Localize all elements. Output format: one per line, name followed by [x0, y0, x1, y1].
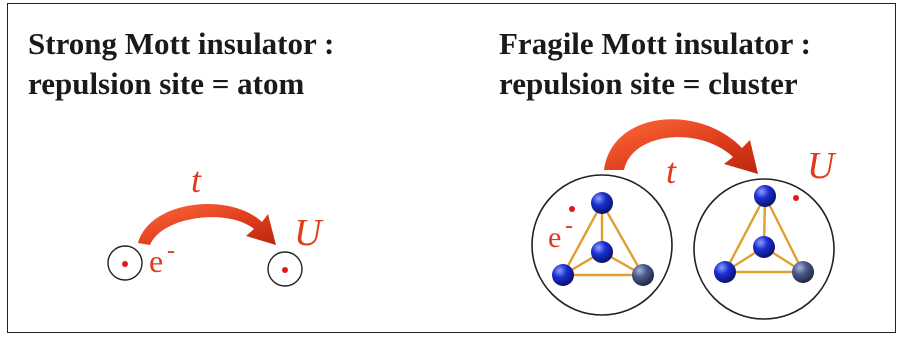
- strong-mott-title-line1: Strong Mott insulator :: [28, 26, 335, 61]
- cluster-2-atom-left: [714, 261, 736, 283]
- cluster-2-atom-center: [753, 236, 775, 258]
- strong-mott-title-line2: repulsion site = atom: [28, 66, 305, 101]
- cluster-1-atom-center: [591, 241, 613, 263]
- left-electron-dot-2: [282, 267, 288, 273]
- right-electron-charge: -: [565, 213, 573, 239]
- cluster-1-atom-top: [591, 192, 613, 214]
- cluster-1-atom-left: [552, 264, 574, 286]
- left-electron-dot-1: [122, 261, 128, 267]
- right-cluster-2: [693, 178, 835, 320]
- cluster-2-atom-right: [792, 261, 814, 283]
- left-hopping-arrow: [138, 204, 276, 245]
- cluster-2-electron-dot: [793, 195, 799, 201]
- left-hop-label: t: [191, 160, 202, 200]
- right-cluster-1: [531, 174, 673, 316]
- right-hopping-arrow: [604, 119, 758, 174]
- right-repulsion-label: U: [807, 145, 837, 187]
- strong-mott-title: Strong Mott insulator : repulsion site =…: [28, 24, 334, 104]
- left-electron-charge: -: [167, 238, 175, 264]
- right-electron-label: e: [548, 221, 561, 254]
- left-electron-label: e: [149, 243, 163, 279]
- cluster-2-atom-top: [754, 185, 776, 207]
- cluster-1-atom-right: [632, 264, 654, 286]
- left-repulsion-label: U: [294, 212, 324, 254]
- right-hop-label: t: [666, 151, 677, 191]
- fragile-mott-title-line1: Fragile Mott insulator :: [499, 26, 811, 61]
- fragile-mott-title-line2: repulsion site = cluster: [499, 66, 798, 101]
- fragile-mott-title: Fragile Mott insulator : repulsion site …: [499, 24, 811, 104]
- cluster-1-electron-dot: [569, 206, 575, 212]
